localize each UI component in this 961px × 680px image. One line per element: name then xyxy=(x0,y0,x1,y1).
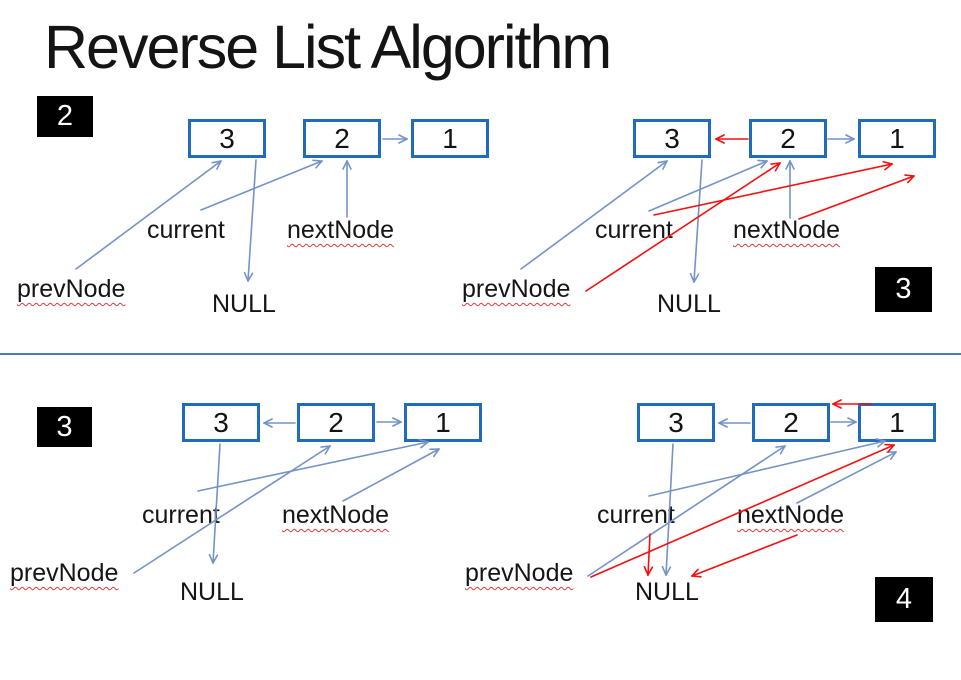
step-badge-step4-transition: 4 xyxy=(875,577,933,622)
pointer-label-current-step3-transition: current xyxy=(595,216,673,244)
pointer-label-null-step3-transition: NULL xyxy=(657,290,721,318)
section-divider-line xyxy=(0,353,961,355)
list-node-2-step3-state: 2 xyxy=(297,403,375,442)
arrow-prevnode-to-node3-step3-transition xyxy=(520,160,668,270)
list-node-3-step4-transition: 3 xyxy=(637,403,715,442)
pointer-label-prevnode-step3-transition: prevNode xyxy=(462,275,571,303)
pointer-label-nextnode-step3-state: nextNode xyxy=(282,501,390,529)
arrow-new-link-node2-to-node3-step3-transition xyxy=(715,134,749,144)
list-node-1-step3-transition: 1 xyxy=(858,119,936,158)
step-badge-step3-transition: 3 xyxy=(875,267,932,312)
arrow-current-to-node1-step3-state xyxy=(197,438,429,492)
arrow-link-node2-to-node1-step3-state xyxy=(376,417,402,427)
pointer-label-null-step2-state: NULL xyxy=(212,290,276,318)
arrow-current-to-node1-step4-transition xyxy=(648,438,886,497)
list-node-3-step2-state: 3 xyxy=(188,119,266,158)
pointer-label-current-step3-state: current xyxy=(142,501,220,529)
pointer-label-current-step2-state: current xyxy=(147,216,225,244)
pointer-label-nextnode-step2-state: nextNode xyxy=(287,216,395,244)
step-badge-step3-state: 3 xyxy=(37,407,92,447)
arrow-link-node2-to-node3-step4-transition xyxy=(718,418,751,428)
arrow-nextnode-to-node2-step3-transition xyxy=(785,160,795,219)
step-badge-step2-state: 2 xyxy=(37,96,93,137)
arrow-node3-to-null-step2-state xyxy=(243,159,257,282)
arrow-new-nextnode-to-null-step4-transition xyxy=(691,534,798,578)
pointer-label-prevnode-step4-transition: prevNode xyxy=(465,559,574,587)
arrow-current-to-node2-step3-transition xyxy=(648,159,768,212)
pointer-label-null-step3-state: NULL xyxy=(180,578,244,606)
arrow-node3-to-null-step3-transition xyxy=(689,159,703,283)
list-node-3-step3-state: 3 xyxy=(182,403,260,442)
list-node-1-step4-transition: 1 xyxy=(858,403,936,442)
arrow-link-node2-to-node1-step2-state xyxy=(382,134,408,144)
arrow-nextnode-to-node1-step4-transition xyxy=(796,451,897,504)
arrow-nextnode-to-node1-step3-state xyxy=(342,448,440,502)
list-node-1-step2-state: 1 xyxy=(411,119,489,158)
arrow-link-node2-to-node1-step3-transition xyxy=(827,134,855,144)
list-node-2-step2-state: 2 xyxy=(303,119,381,158)
arrow-nextnode-to-node2-step2-state xyxy=(342,160,352,218)
list-node-3-step3-transition: 3 xyxy=(633,119,711,158)
arrow-link-node2-to-node1-step4-transition xyxy=(830,417,857,427)
arrow-new-current-to-node1-step3-transition xyxy=(653,160,893,216)
list-node-1-step3-state: 1 xyxy=(404,403,482,442)
slide-title: Reverse List Algorithm xyxy=(44,13,612,81)
list-node-2-step4-transition: 2 xyxy=(752,403,830,442)
arrow-new-current-to-null-step4-transition xyxy=(643,533,654,576)
pointer-label-prevnode-step2-state: prevNode xyxy=(17,275,126,303)
pointer-label-null-step4-transition: NULL xyxy=(635,578,699,606)
pointer-label-prevnode-step3-state: prevNode xyxy=(10,559,119,587)
pointer-label-nextnode-step4-transition: nextNode xyxy=(737,501,845,529)
arrow-new-nextnode-to-node1-step3-transition xyxy=(798,174,915,220)
arrow-prevnode-to-node3-step2-state xyxy=(75,160,222,270)
list-node-2-step3-transition: 2 xyxy=(749,119,827,158)
arrow-current-to-node2-step2-state xyxy=(200,159,323,211)
pointer-label-nextnode-step3-transition: nextNode xyxy=(733,216,841,244)
pointer-label-current-step4-transition: current xyxy=(597,501,675,529)
arrow-link-node2-to-node3-step3-state xyxy=(263,418,296,428)
